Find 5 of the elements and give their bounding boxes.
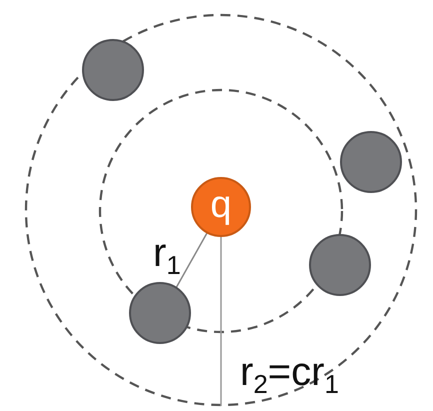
charge-label: q xyxy=(210,186,232,224)
radius-label: r$_{1}$ xyxy=(153,233,181,278)
particle-circle xyxy=(129,282,191,344)
particle-circle xyxy=(340,131,402,193)
radius-label: r$_{2}$=cr$_{1}$ xyxy=(240,352,339,397)
